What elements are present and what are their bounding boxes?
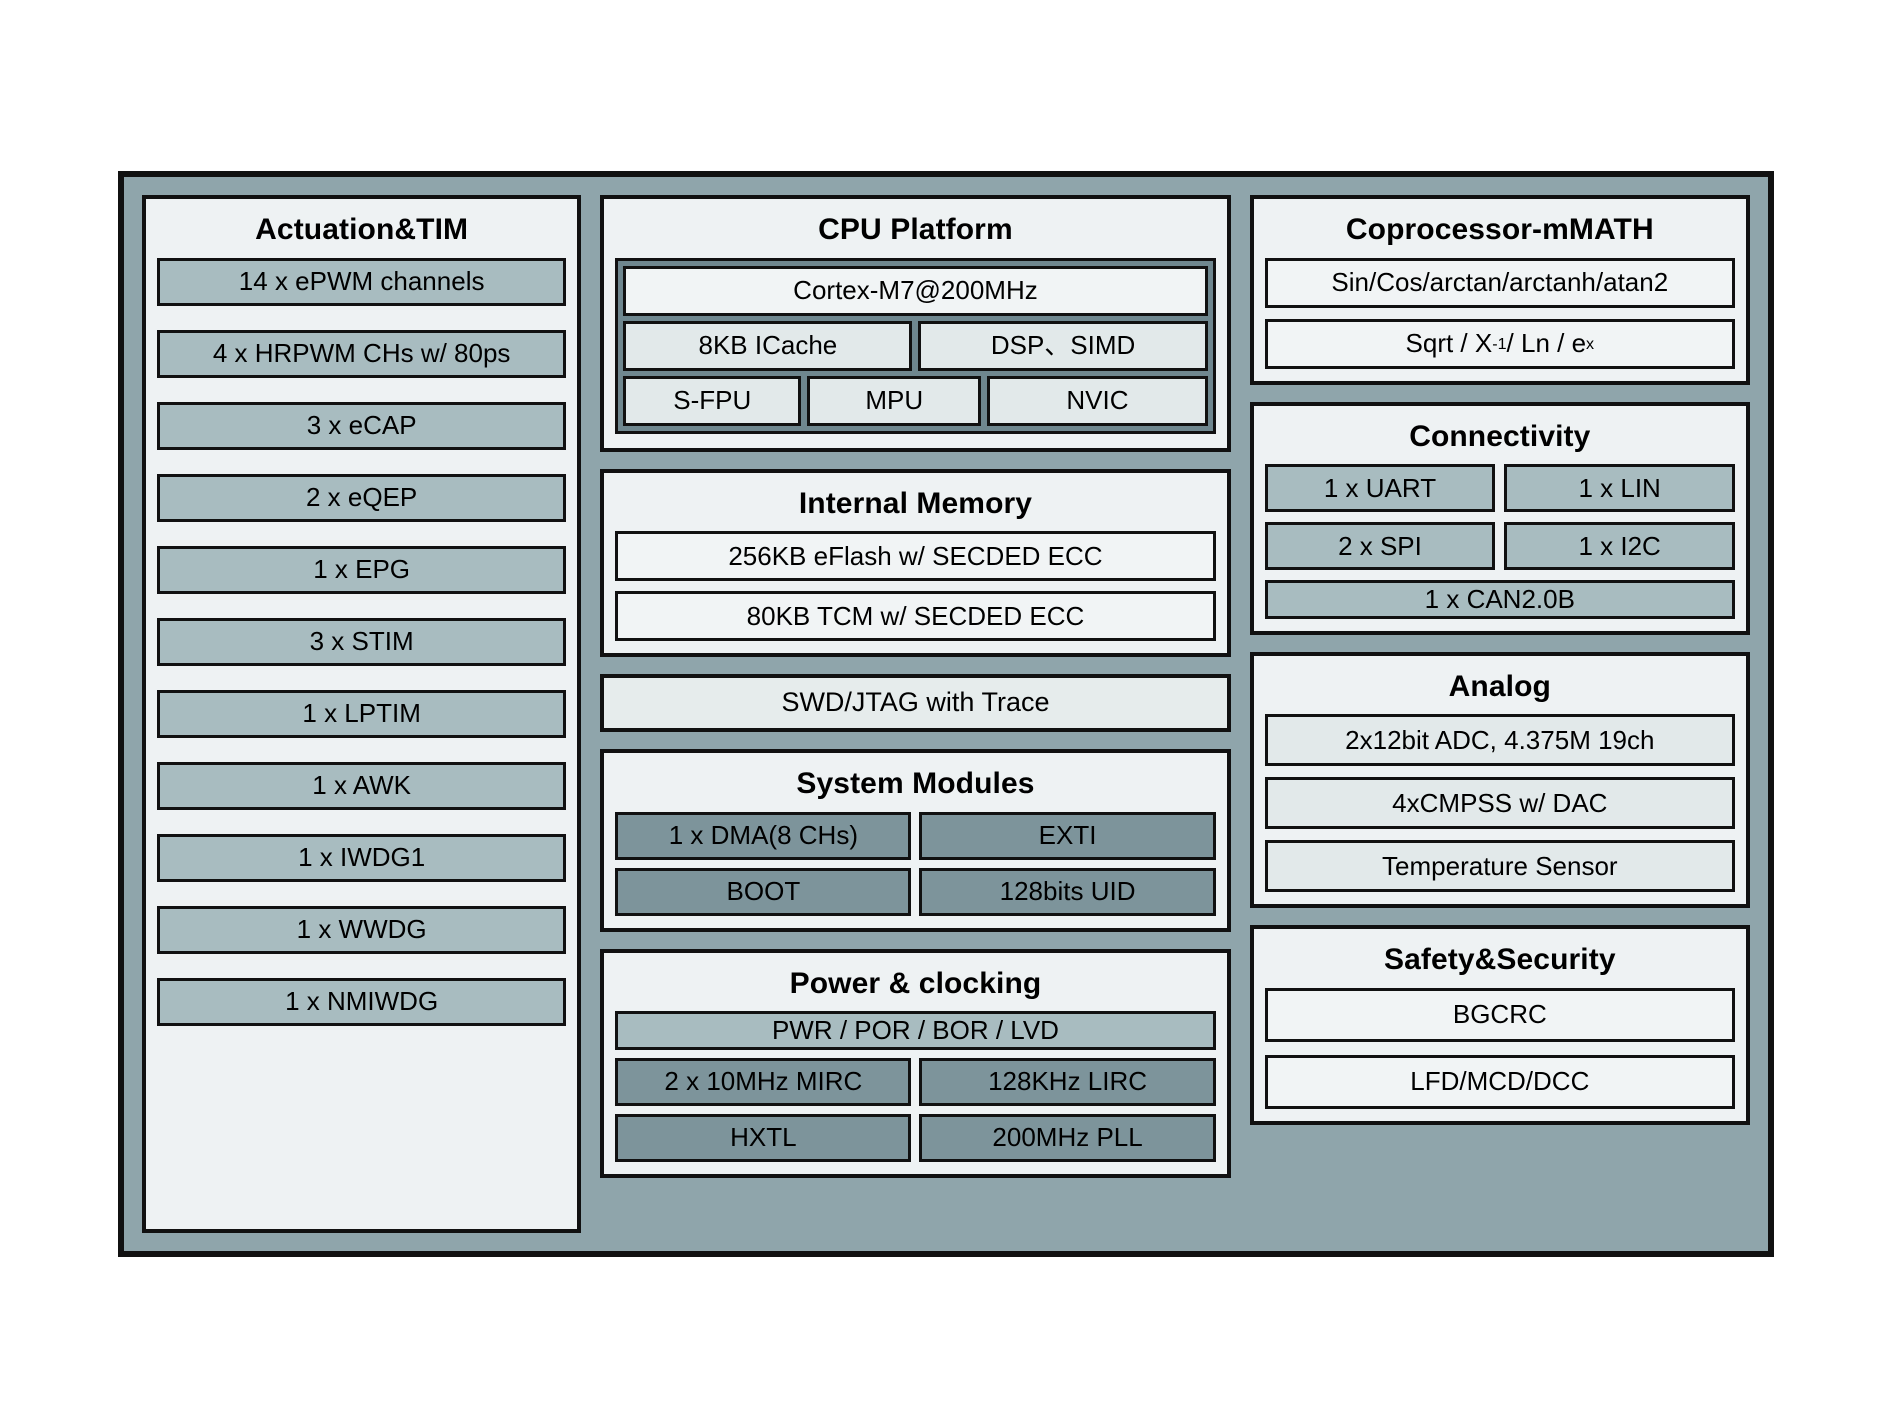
system-modules-row-2: BOOT 128bits UID (615, 867, 1216, 916)
panel-title-analog: Analog (1448, 669, 1551, 703)
block-pwr-por-bor-lvd[interactable]: PWR / POR / BOR / LVD (615, 1011, 1216, 1050)
power-row-2: HXTL 200MHz PLL (615, 1113, 1216, 1162)
panel-title-connectivity: Connectivity (1409, 419, 1591, 453)
panel-connectivity: Connectivity 1 x UART 1 x LIN 2 x SPI 1 … (1249, 401, 1750, 635)
block-lirc[interactable]: 128KHz LIRC (919, 1057, 1216, 1106)
panel-internal-memory: Internal Memory 256KB eFlash w/ SECDED E… (600, 468, 1231, 657)
panel-coprocessor-mmath: Coprocessor-mMATH Sin/Cos/arctan/arctanh… (1249, 195, 1750, 385)
block-temperature-sensor[interactable]: Temperature Sensor (1264, 840, 1735, 893)
panel-title-actuation: Actuation&TIM (255, 213, 469, 246)
block-lin[interactable]: 1 x LIN (1504, 464, 1735, 512)
block-i2c[interactable]: 1 x I2C (1504, 522, 1735, 570)
block-bgcrc[interactable]: BGCRC (1264, 987, 1735, 1042)
block-trig-functions[interactable]: Sin/Cos/arctan/arctanh/atan2 (1264, 257, 1735, 308)
cpu-row-3: S-FPU MPU NVIC (623, 375, 1208, 426)
block-mirc[interactable]: 2 x 10MHz MIRC (615, 1057, 912, 1106)
actuation-item-list: 14 x ePWM channels 4 x HRPWM CHs w/ 80ps… (157, 257, 567, 1218)
block-hxtl[interactable]: HXTL (615, 1113, 912, 1162)
block-awk[interactable]: 1 x AWK (157, 761, 567, 810)
block-boot[interactable]: BOOT (615, 867, 912, 916)
power-row-1: 2 x 10MHz MIRC 128KHz LIRC (615, 1057, 1216, 1106)
system-modules-row-1: 1 x DMA(8 CHs) EXTI (615, 811, 1216, 860)
block-lptim[interactable]: 1 x LPTIM (157, 689, 567, 738)
panel-title-power: Power & clocking (789, 966, 1042, 1000)
panel-swd-jtag: SWD/JTAG with Trace (600, 674, 1231, 732)
panel-title-system-modules: System Modules (796, 767, 1035, 800)
panel-analog: Analog 2x12bit ADC, 4.375M 19ch 4xCMPSS … (1249, 651, 1750, 909)
block-pll[interactable]: 200MHz PLL (919, 1113, 1216, 1162)
panel-cpu-platform: CPU Platform Cortex-M7@200MHz 8KB ICache… (600, 195, 1231, 452)
block-tcm[interactable]: 80KB TCM w/ SECDED ECC (615, 591, 1216, 641)
block-ecap[interactable]: 3 x eCAP (157, 401, 567, 450)
block-can[interactable]: 1 x CAN2.0B (1264, 580, 1735, 619)
block-dma[interactable]: 1 x DMA(8 CHs) (615, 811, 912, 860)
panel-power-clocking: Power & clocking PWR / POR / BOR / LVD 2… (600, 948, 1231, 1178)
connectivity-row-1: 1 x UART 1 x LIN (1264, 464, 1735, 512)
block-nmiwdg[interactable]: 1 x NMIWDG (157, 977, 567, 1026)
block-cmpss-dac[interactable]: 4xCMPSS w/ DAC (1264, 777, 1735, 830)
panel-system-modules: System Modules 1 x DMA(8 CHs) EXTI BOOT … (600, 749, 1231, 932)
column-core: CPU Platform Cortex-M7@200MHz 8KB ICache… (600, 195, 1231, 1233)
connectivity-row-2: 2 x SPI 1 x I2C (1264, 522, 1735, 570)
block-hrpwm-channels[interactable]: 4 x HRPWM CHs w/ 80ps (157, 329, 567, 378)
block-iwdg1[interactable]: 1 x IWDG1 (157, 833, 567, 882)
column-actuation: Actuation&TIM 14 x ePWM channels 4 x HRP… (142, 195, 582, 1233)
panel-safety-security: Safety&Security BGCRC LFD/MCD/DCC (1249, 925, 1750, 1125)
panel-title-memory: Internal Memory (798, 486, 1033, 520)
block-wwdg[interactable]: 1 x WWDG (157, 905, 567, 954)
block-nvic[interactable]: NVIC (987, 375, 1208, 426)
block-uart[interactable]: 1 x UART (1264, 464, 1496, 512)
block-exti[interactable]: EXTI (919, 811, 1216, 860)
block-spi[interactable]: 2 x SPI (1264, 522, 1496, 570)
block-uid[interactable]: 128bits UID (919, 867, 1216, 916)
block-lfd-mcd-dcc[interactable]: LFD/MCD/DCC (1264, 1054, 1735, 1109)
column-peripherals: Coprocessor-mMATH Sin/Cos/arctan/arctanh… (1249, 195, 1750, 1233)
block-epwm-channels[interactable]: 14 x ePWM channels (157, 257, 567, 306)
math-formula-prefix: Sqrt / X (1405, 328, 1493, 359)
panel-title-coprocessor: Coprocessor-mMATH (1345, 213, 1654, 246)
block-mpu[interactable]: MPU (807, 375, 982, 426)
block-eqep[interactable]: 2 x eQEP (157, 473, 567, 522)
panel-actuation-tim: Actuation&TIM 14 x ePWM channels 4 x HRP… (142, 195, 582, 1233)
block-icache[interactable]: 8KB ICache (623, 320, 913, 371)
block-eflash[interactable]: 256KB eFlash w/ SECDED ECC (615, 531, 1216, 581)
block-swd-jtag-trace[interactable]: SWD/JTAG with Trace (781, 687, 1050, 718)
math-formula-mid: / Ln / e (1506, 328, 1587, 359)
block-adc[interactable]: 2x12bit ADC, 4.375M 19ch (1264, 714, 1735, 767)
cpu-row-2: 8KB ICache DSP、SIMD (623, 320, 1208, 371)
block-epg[interactable]: 1 x EPG (157, 545, 567, 594)
panel-title-cpu: CPU Platform (818, 213, 1013, 246)
block-dsp-simd[interactable]: DSP、SIMD (918, 320, 1208, 371)
block-cortex-m7[interactable]: Cortex-M7@200MHz (623, 265, 1208, 316)
cpu-core-row: Cortex-M7@200MHz (623, 265, 1208, 316)
block-sfpu[interactable]: S-FPU (623, 375, 802, 426)
block-stim[interactable]: 3 x STIM (157, 617, 567, 666)
panel-title-safety: Safety&Security (1384, 943, 1616, 977)
chip-block-diagram: Actuation&TIM 14 x ePWM channels 4 x HRP… (118, 171, 1774, 1257)
cpu-inner-group: Cortex-M7@200MHz 8KB ICache DSP、SIMD S-F… (615, 257, 1216, 434)
